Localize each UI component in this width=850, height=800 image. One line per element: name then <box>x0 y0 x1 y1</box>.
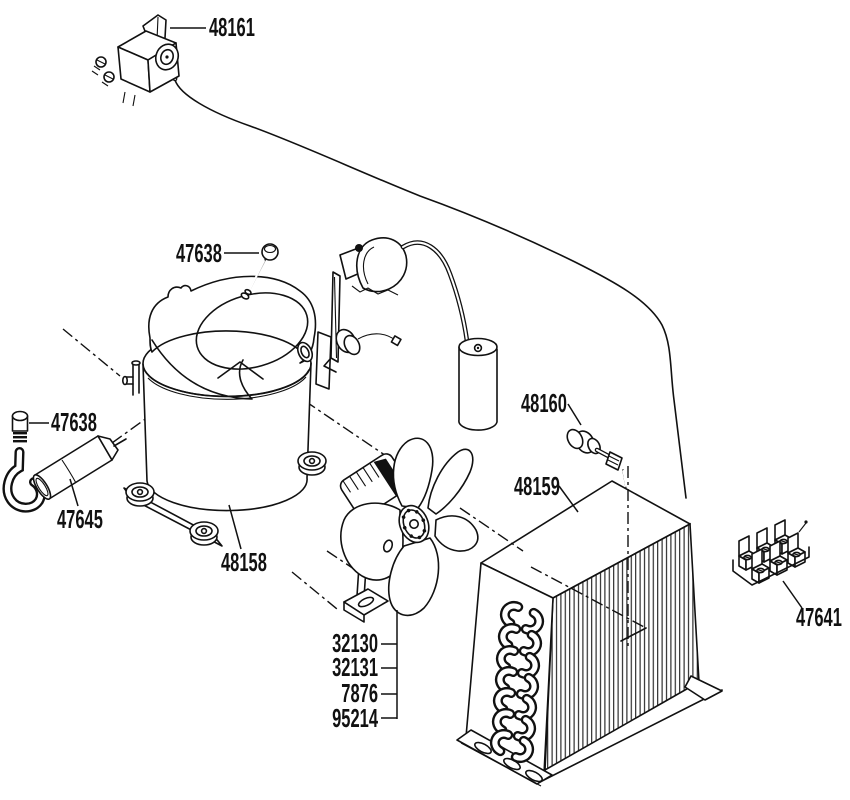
assembly-axis-lines-front <box>459 466 647 648</box>
part-label-48161: 48161 <box>209 12 255 42</box>
part-label-7876: 7876 <box>341 678 378 708</box>
part-label-47638-top: 47638 <box>176 238 222 268</box>
part-number-labels: 48161 47638 47638 47645 48158 32130 3213… <box>51 12 842 733</box>
part-label-95214: 95214 <box>332 703 378 733</box>
label-leader-lines <box>29 27 803 719</box>
compressor-drawing <box>122 275 327 547</box>
part-label-47645: 47645 <box>57 504 103 534</box>
valve-drawing <box>566 428 627 488</box>
part-label-47641: 47641 <box>796 602 842 632</box>
condenser-drawing <box>456 480 723 787</box>
part-label-32131: 32131 <box>332 652 378 682</box>
fan-assembly-drawing <box>339 437 479 623</box>
part-label-48160: 48160 <box>521 388 567 418</box>
bolt-top-drawing <box>244 243 279 296</box>
part-label-47638-left: 47638 <box>51 407 97 437</box>
terminal-block-drawing <box>732 519 810 586</box>
part-label-32130: 32130 <box>332 628 378 658</box>
part-label-48159: 48159 <box>514 471 560 501</box>
drier-assembly-drawing <box>2 410 127 513</box>
relay-and-capacitor-drawing <box>315 237 498 431</box>
thermostat-drawing <box>91 14 180 107</box>
part-label-48158: 48158 <box>221 547 267 577</box>
